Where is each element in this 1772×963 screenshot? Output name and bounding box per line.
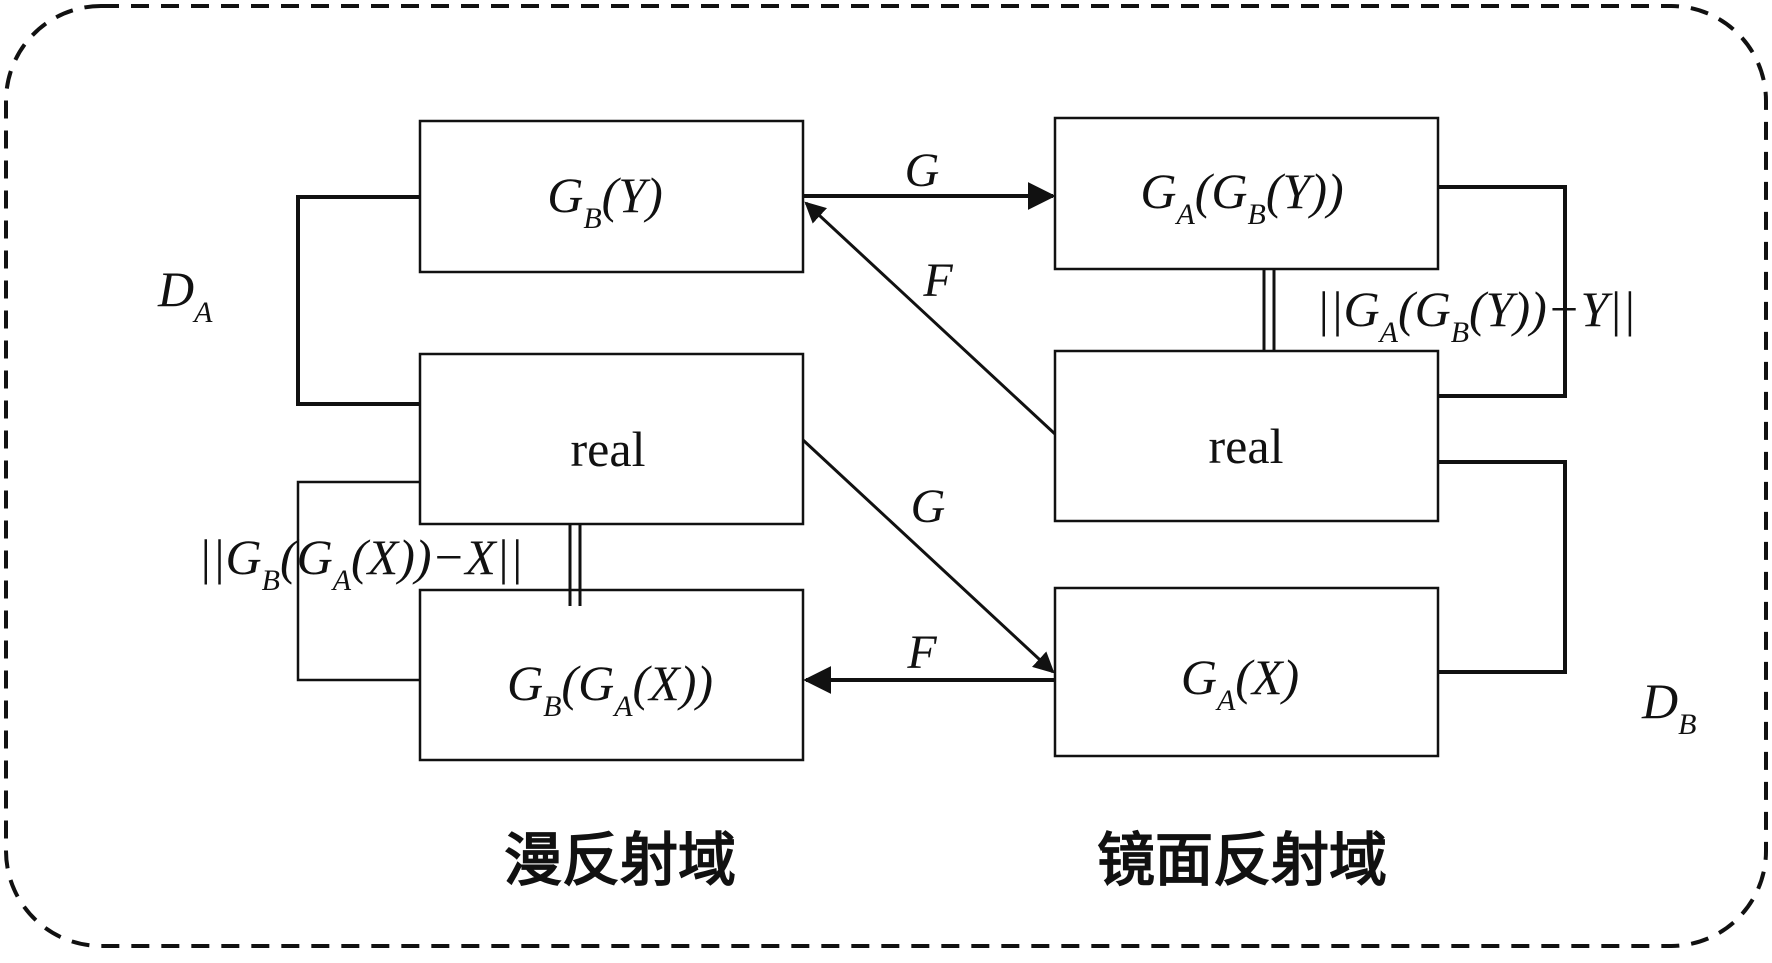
arrow-f-bottom-label: F	[906, 626, 937, 679]
box-gb-y-sub: B	[583, 202, 601, 235]
db-connector	[1438, 460, 1567, 674]
box-ga-x-main: G	[1181, 649, 1217, 705]
loss-right-p3: (Y))−Y||	[1469, 281, 1636, 337]
arrow-f-diag	[804, 201, 1057, 436]
discriminator-db: DB	[1641, 673, 1696, 741]
loss-right-p1: ||G	[1316, 281, 1380, 337]
svg-text:GA(X): GA(X)	[1181, 649, 1299, 717]
svg-text:GB(GA(X)): GB(GA(X))	[507, 655, 713, 723]
box-ga-gb-y-m1: G	[1140, 163, 1176, 219]
box-gb-ga-x-s2: A	[612, 690, 633, 723]
box-ga-gb-y-m3: (Y))	[1266, 163, 1344, 219]
domain-specular-label: 镜面反射域	[1097, 826, 1387, 894]
box-gb-ga-x-s1: B	[543, 690, 561, 723]
box-ga-gb-y-m2: (G	[1195, 163, 1248, 219]
box-real-right: real	[1053, 349, 1440, 523]
loss-left: ||GB(GA(X))−X||	[198, 529, 523, 597]
loss-left-p3: (X))−X||	[351, 529, 523, 585]
right-loss-connector	[1438, 185, 1567, 398]
loss-right-s1: A	[1378, 316, 1399, 349]
loss-right: ||GA(GB(Y))−Y||	[1316, 281, 1636, 349]
discriminator-db-sub: B	[1678, 708, 1696, 741]
loss-left-p1: ||G	[198, 529, 262, 585]
box-ga-gb-y: GA(GB(Y))	[1053, 116, 1440, 271]
left-loss-connector	[296, 480, 420, 682]
box-real-left-label: real	[571, 421, 646, 477]
box-gb-ga-x-m1: G	[507, 655, 543, 711]
svg-text:GA(GB(Y)): GA(GB(Y))	[1140, 163, 1343, 231]
box-gb-y: GB(Y)	[418, 119, 805, 274]
arrow-f-diag-label: F	[922, 254, 953, 307]
box-gb-ga-x: GB(GA(X))	[418, 588, 805, 762]
box-ga-gb-y-s1: A	[1174, 198, 1195, 231]
box-gb-y-main: G	[547, 167, 583, 223]
box-ga-x-rest: (X)	[1235, 649, 1299, 705]
domain-diffuse-label: 漫反射域	[504, 826, 736, 894]
da-connector	[296, 195, 420, 406]
outer-dashed-frame	[4, 4, 1768, 948]
loss-right-s2: B	[1451, 316, 1469, 349]
arrow-g-top-label: G	[905, 144, 940, 197]
box-ga-x-sub: A	[1215, 684, 1236, 717]
box-ga-gb-y-s2: B	[1248, 198, 1266, 231]
discriminator-da: DA	[157, 261, 213, 329]
svg-text:GB(Y): GB(Y)	[547, 167, 663, 235]
discriminator-db-main: D	[1641, 673, 1678, 729]
loss-right-p2: (G	[1398, 281, 1451, 337]
box-gb-ga-x-m3: (X))	[633, 655, 714, 711]
loss-left-s1: B	[262, 564, 280, 597]
box-gb-y-rest: (Y)	[602, 167, 663, 223]
box-real-right-label: real	[1209, 418, 1284, 474]
discriminator-da-main: D	[157, 261, 194, 317]
box-ga-x: GA(X)	[1053, 586, 1440, 758]
arrow-g-diag-label: G	[911, 480, 946, 533]
discriminator-da-sub: A	[192, 296, 213, 329]
arrow-g-diag	[801, 438, 1055, 674]
loss-left-s2: A	[331, 564, 352, 597]
loss-left-p2: (G	[280, 529, 333, 585]
box-gb-ga-x-m2: (G	[561, 655, 614, 711]
box-real-left: real	[418, 352, 805, 526]
